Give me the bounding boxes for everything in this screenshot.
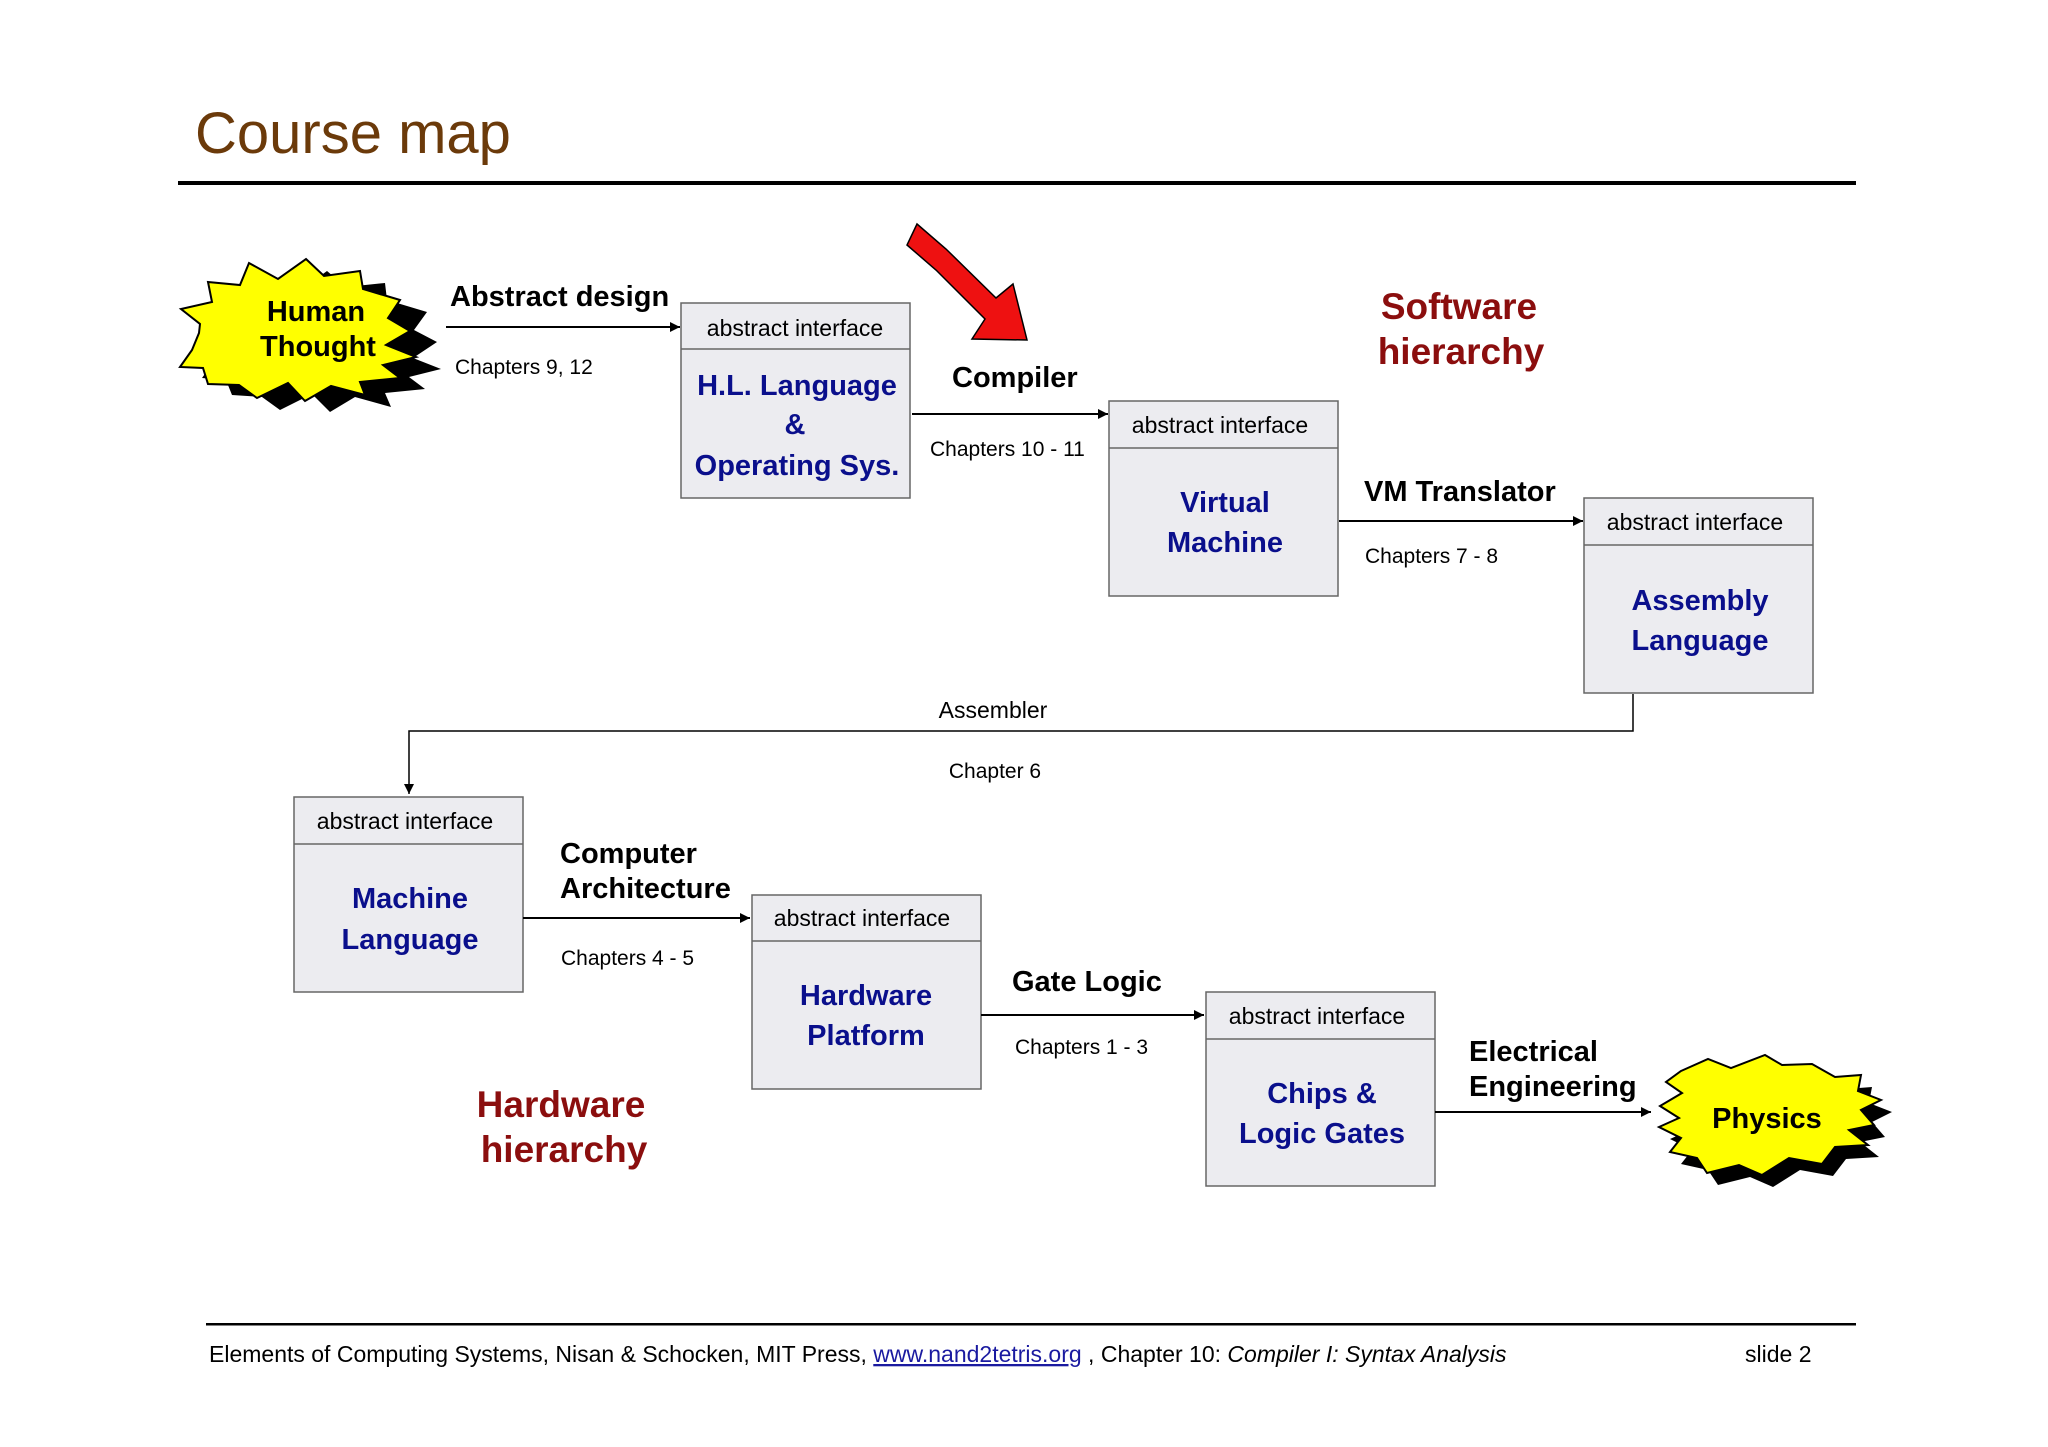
abstract-design-label: Abstract design — [450, 281, 669, 313]
chips-logic-gates-line1: Chips & — [1267, 1078, 1377, 1110]
assembly-language-header: abstract interface — [1607, 509, 1783, 535]
hl-language-line2: & — [785, 409, 806, 441]
machine-language-header: abstract interface — [317, 808, 493, 834]
node-hl-language: abstract interface H.L. Language & Opera… — [680, 302, 911, 499]
human-thought-line2: Thought — [260, 331, 376, 363]
machine-language-line2: Language — [342, 924, 479, 956]
footer-citation: Elements of Computing Systems, Nisan & S… — [209, 1341, 1507, 1367]
footer-divider — [206, 1323, 1856, 1326]
compiler-chapters: Chapters 10 - 11 — [930, 438, 1085, 461]
abstract-design-chapters: Chapters 9, 12 — [455, 356, 593, 379]
footer-chapter-prefix: , Chapter 10: — [1082, 1341, 1228, 1367]
footer-chapter-title: Compiler I: Syntax Analysis — [1227, 1341, 1507, 1367]
hl-language-line1: H.L. Language — [697, 370, 897, 402]
virtual-machine-header: abstract interface — [1132, 412, 1308, 438]
hardware-platform-line1: Hardware — [800, 980, 932, 1012]
computer-architecture-line1: Computer — [560, 838, 697, 870]
chips-logic-gates-line2: Logic Gates — [1239, 1118, 1405, 1150]
node-virtual-machine: abstract interface Virtual Machine — [1108, 400, 1339, 597]
node-assembly-language: abstract interface Assembly Language — [1583, 497, 1814, 694]
red-pointer-arrow — [906, 222, 1028, 341]
node-hardware-platform: abstract interface Hardware Platform — [751, 894, 982, 1090]
assembler-label: Assembler — [939, 697, 1048, 723]
arrow-assembler — [404, 694, 1634, 794]
hardware-platform-line2: Platform — [807, 1020, 925, 1052]
hl-language-header: abstract interface — [707, 315, 883, 341]
gate-logic-label: Gate Logic — [1012, 966, 1162, 998]
vm-translator-chapters: Chapters 7 - 8 — [1365, 545, 1498, 568]
footer-link[interactable]: www.nand2tetris.org — [872, 1341, 1081, 1367]
slide-number: slide 2 — [1745, 1341, 1811, 1367]
machine-language-line1: Machine — [352, 883, 468, 915]
electrical-engineering-line1: Electrical — [1469, 1036, 1598, 1068]
assembly-language-line2: Language — [1632, 625, 1769, 657]
human-thought-star: Human Thought — [178, 257, 441, 412]
electrical-engineering-line2: Engineering — [1469, 1071, 1637, 1103]
chips-logic-gates-header: abstract interface — [1229, 1003, 1405, 1029]
assembly-language-line1: Assembly — [1631, 585, 1768, 617]
hardware-platform-header: abstract interface — [774, 905, 950, 931]
compiler-label: Compiler — [952, 362, 1078, 394]
virtual-machine-line2: Machine — [1167, 527, 1283, 559]
software-hierarchy-line2: hierarchy — [1378, 331, 1545, 372]
hardware-hierarchy-line1: Hardware — [477, 1084, 646, 1125]
node-chips-logic-gates: abstract interface Chips & Logic Gates — [1205, 991, 1436, 1187]
page-title: Course map — [195, 101, 511, 166]
physics-label: Physics — [1712, 1103, 1822, 1135]
computer-architecture-chapters: Chapters 4 - 5 — [561, 947, 694, 970]
node-machine-language: abstract interface Machine Language — [293, 796, 524, 993]
assembler-chapters: Chapter 6 — [949, 760, 1041, 783]
vm-translator-label: VM Translator — [1364, 476, 1556, 508]
hardware-hierarchy-line2: hierarchy — [481, 1129, 648, 1170]
human-thought-line1: Human — [267, 296, 365, 328]
virtual-machine-line1: Virtual — [1180, 487, 1270, 519]
computer-architecture-line2: Architecture — [560, 873, 731, 905]
physics-star: Physics — [1656, 1053, 1892, 1187]
hl-language-line3: Operating Sys. — [695, 450, 900, 482]
software-hierarchy-line1: Software — [1381, 286, 1537, 327]
gate-logic-chapters: Chapters 1 - 3 — [1015, 1036, 1148, 1059]
footer-source: Elements of Computing Systems, Nisan & S… — [209, 1341, 873, 1367]
title-divider — [178, 181, 1856, 185]
